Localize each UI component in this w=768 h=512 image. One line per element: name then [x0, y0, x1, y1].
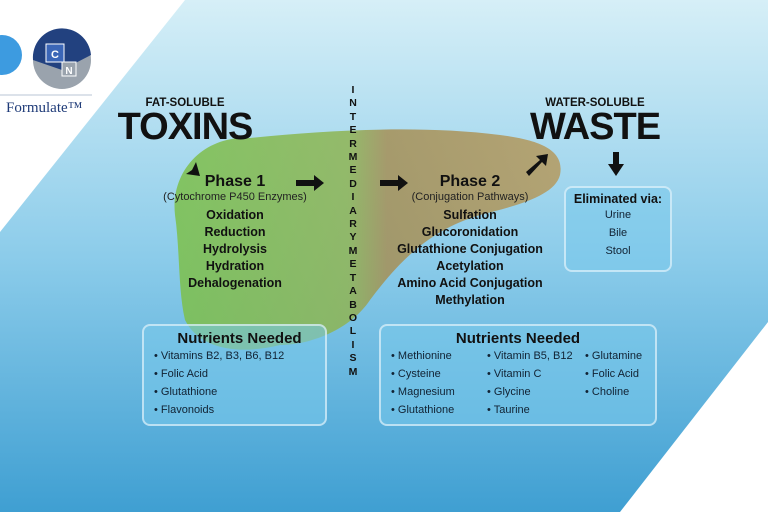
- nutrient-item: Magnesium: [391, 383, 487, 401]
- phase1-item: Dehalogenation: [188, 276, 282, 290]
- nutrient-item: Glycine: [487, 383, 585, 401]
- toxins-title: TOXINS: [117, 106, 254, 148]
- svg-text:C: C: [51, 49, 59, 61]
- nutrient-item: Vitamin B5, B12: [487, 347, 585, 365]
- phase1-nutrients-box: Nutrients Needed Vitamins B2, B3, B6, B1…: [142, 324, 327, 426]
- phase1-section: Phase 1 (Cytochrome P450 Enzymes) Oxidat…: [150, 173, 320, 292]
- phase2-item: Sulfation: [443, 208, 497, 222]
- metabolism-letter: I: [351, 338, 355, 351]
- metabolism-letter: E: [349, 258, 357, 271]
- nutrient-item: Glutamine: [585, 347, 642, 365]
- metabolism-letter: M: [348, 365, 358, 378]
- metabolism-letter: I: [351, 191, 355, 204]
- nutrient-item: Vitamin C: [487, 365, 585, 383]
- nutrient-item: Flavonoids: [154, 401, 325, 419]
- phase1-item: Hydration: [205, 259, 265, 273]
- phase1-item: Reduction: [204, 225, 266, 239]
- nutrient-item: Methionine: [391, 347, 487, 365]
- nutrient-item: Vitamins B2, B3, B6, B12: [154, 347, 325, 365]
- phase1-title: Phase 1: [204, 173, 266, 190]
- metabolism-letter: M: [348, 151, 358, 164]
- svg-text:N: N: [65, 66, 72, 77]
- waste-title: WASTE: [529, 106, 661, 148]
- metabolism-letter: E: [349, 164, 357, 177]
- nutrient-item: Glutathione: [154, 383, 325, 401]
- metabolism-letter: T: [349, 271, 357, 284]
- phase2-item: Amino Acid Conjugation: [397, 276, 543, 290]
- metabolism-letter: L: [349, 325, 357, 338]
- brand-tagline: Formulate™: [6, 100, 83, 116]
- metabolism-letter: M: [348, 244, 358, 257]
- eliminated-item: Stool: [605, 245, 631, 257]
- nutrient-item: Folic Acid: [154, 365, 325, 383]
- nutrient-item: Folic Acid: [585, 365, 642, 383]
- eliminated-item: Urine: [604, 209, 632, 221]
- logo-blue-circle: [0, 35, 22, 75]
- nutrients-title: Nutrients Needed: [177, 330, 302, 347]
- phase2-section: Phase 2 (Conjugation Pathways) Sulfation…: [380, 173, 560, 309]
- nutrient-item: Cysteine: [391, 365, 487, 383]
- metabolism-letter: O: [348, 311, 358, 324]
- metabolism-letter: A: [349, 204, 357, 217]
- metabolism-letter: T: [349, 110, 357, 123]
- phase2-item: Glucoronidation: [421, 225, 519, 239]
- metabolism-letter: R: [349, 137, 357, 150]
- liver-shape: [174, 129, 561, 350]
- metabolism-letter: A: [349, 285, 357, 298]
- eliminated-title: Eliminated via:: [573, 192, 663, 206]
- phase2-nutrients-box: Nutrients Needed Methionine Cysteine Mag…: [379, 324, 657, 426]
- cn-logo: C N: [32, 28, 91, 89]
- phase1-item: Oxidation: [206, 208, 264, 222]
- phase2-title: Phase 2: [439, 173, 501, 190]
- phase1-item: Hydrolysis: [203, 242, 267, 256]
- metabolism-letter: N: [349, 97, 357, 110]
- metabolism-letter: I: [351, 84, 355, 96]
- metabolism-letter: S: [349, 352, 357, 365]
- nutrient-item: Glutathione: [391, 401, 487, 419]
- nutrient-item: Taurine: [487, 401, 585, 419]
- metabolism-letter: D: [349, 177, 357, 190]
- eliminated-item: Bile: [608, 227, 628, 239]
- eliminated-box: Eliminated via: Urine Bile Stool: [564, 186, 672, 272]
- phase2-item: Acetylation: [436, 259, 504, 273]
- nutrients-title: Nutrients Needed: [455, 330, 581, 347]
- metabolism-letter: E: [349, 124, 357, 137]
- water-soluble-label: WATER-SOLUBLE: [545, 97, 645, 109]
- phase2-subtitle: (Conjugation Pathways): [411, 191, 529, 203]
- fat-soluble-label: FAT-SOLUBLE: [145, 97, 225, 109]
- phase1-subtitle: (Cytochrome P450 Enzymes): [163, 191, 307, 203]
- phase2-item: Glutathione Conjugation: [397, 242, 543, 256]
- metabolism-letter: R: [349, 218, 357, 231]
- phase2-item: Methylation: [435, 293, 505, 307]
- metabolism-letter: Y: [349, 231, 357, 244]
- nutrient-item: Choline: [585, 383, 642, 401]
- metabolism-letter: B: [349, 298, 357, 311]
- arrows: [176, 152, 624, 191]
